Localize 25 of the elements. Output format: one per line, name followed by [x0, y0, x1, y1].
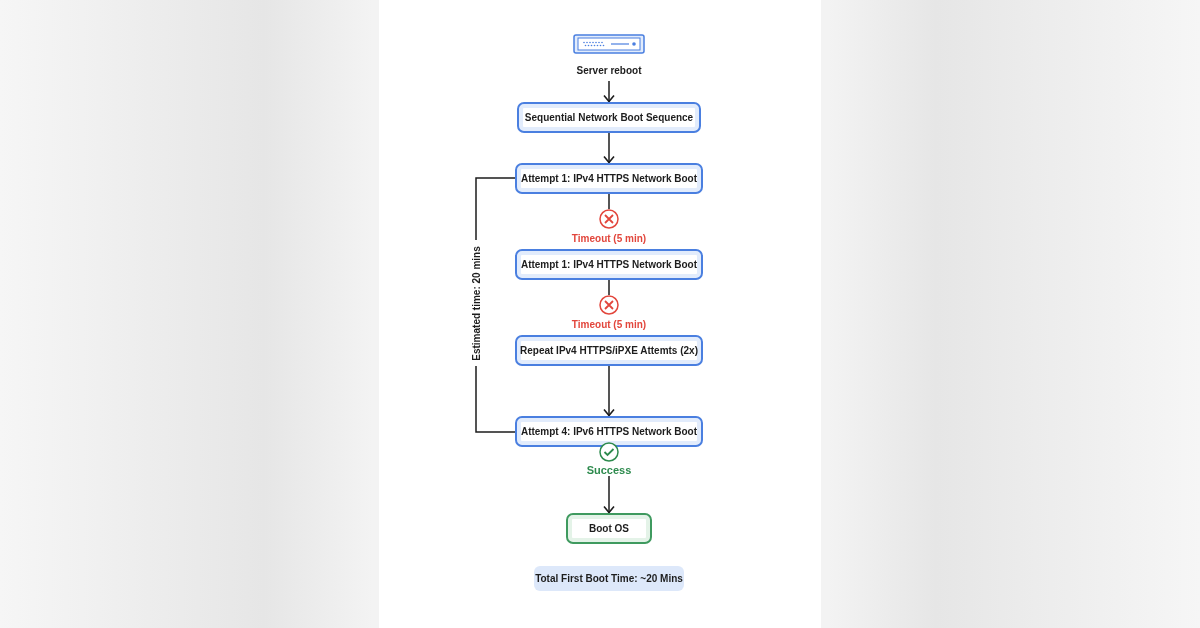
arrow [603, 80, 615, 103]
connector-line [608, 279, 610, 296]
status-label: Timeout (5 min) [571, 233, 647, 244]
arrow [603, 132, 615, 164]
box-label: Sequential Network Boot Sequence [524, 112, 694, 123]
box-label: Attempt 1: IPv4 HTTPS Network Boot [520, 259, 698, 270]
process-box [517, 102, 701, 133]
node-label: Server reboot [576, 65, 642, 76]
status-label: Timeout (5 min) [571, 319, 647, 330]
connector-line [608, 193, 610, 210]
bracket-label: Estimated time: 20 mins [470, 245, 482, 361]
box-label: Attempt 4: IPv6 HTTPS Network Boot [520, 426, 698, 437]
box-label: Attempt 1: IPv4 HTTPS Network Boot [520, 173, 698, 184]
box-label: Boot OS [589, 523, 629, 534]
arrow [603, 365, 615, 417]
box-label: Repeat IPv4 HTTPS/iPXE Attemts (2x) [520, 345, 698, 356]
process-box [515, 249, 703, 280]
process-box [515, 335, 703, 366]
process-box [515, 163, 703, 194]
process-box [515, 416, 703, 447]
arrow [603, 475, 615, 514]
summary-badge [534, 566, 684, 591]
status-label: Success [586, 464, 632, 476]
end-box [566, 513, 652, 544]
box-label: Total First Boot Time: ~20 Mins [535, 573, 683, 584]
